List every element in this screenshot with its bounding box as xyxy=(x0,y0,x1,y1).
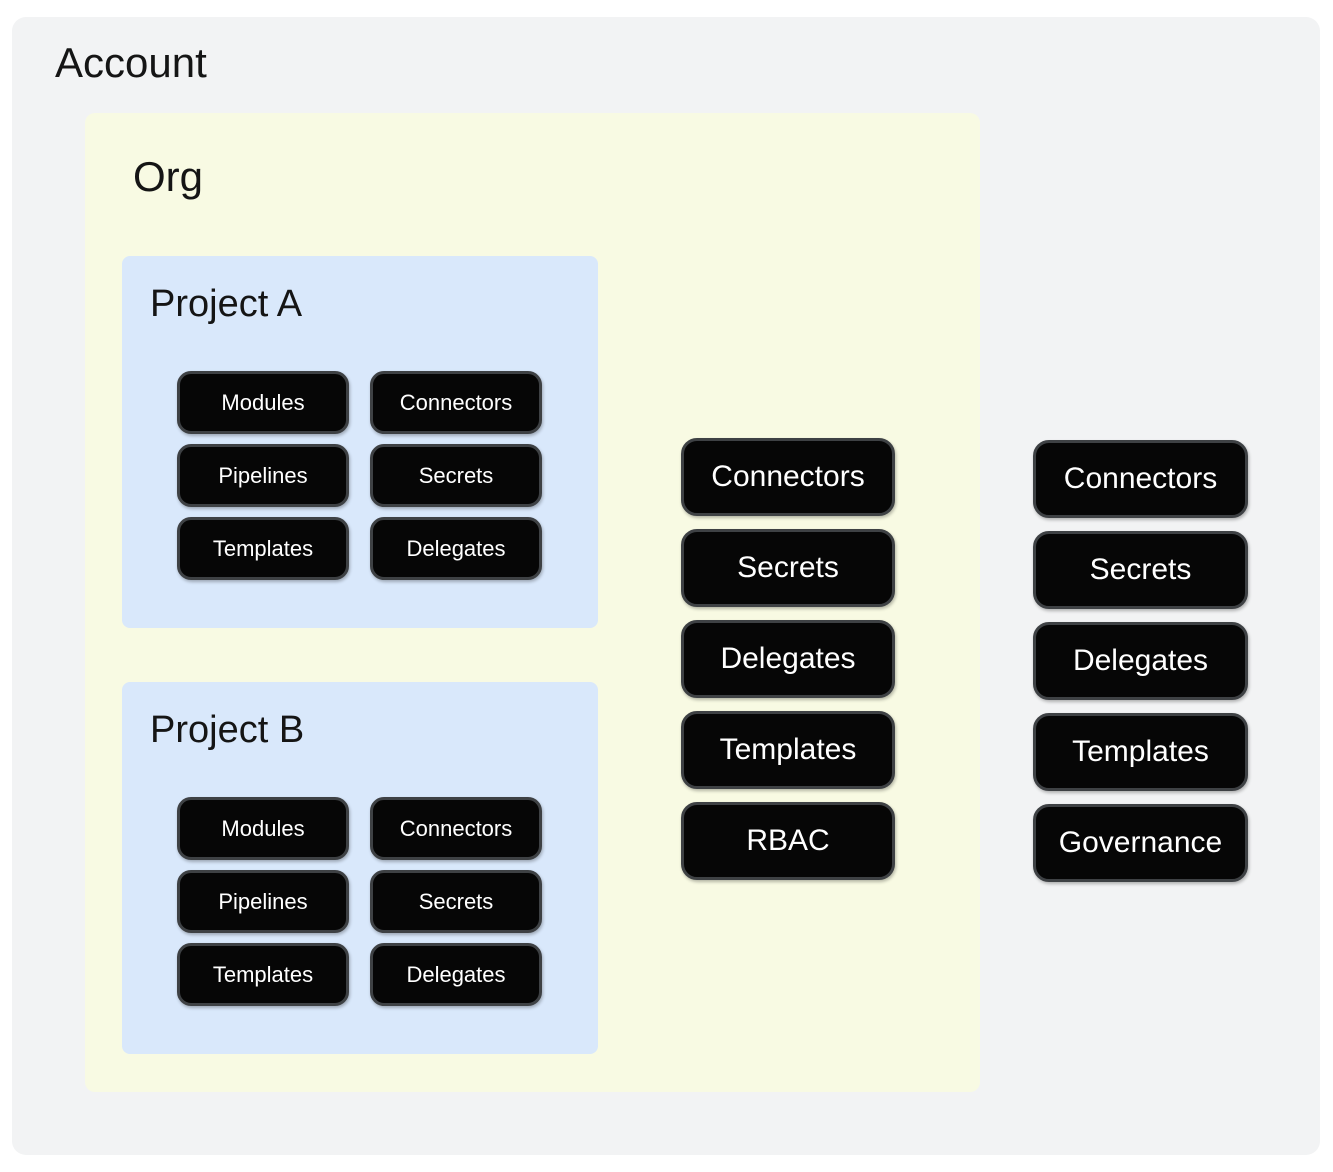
org-pill-rbac: RBAC xyxy=(681,802,895,880)
project-a-pill-templates: Templates xyxy=(177,517,349,580)
org-pill-secrets: Secrets xyxy=(681,529,895,607)
account-pill-templates: Templates xyxy=(1033,713,1248,791)
account-pill-governance: Governance xyxy=(1033,804,1248,882)
account-pill-delegates: Delegates xyxy=(1033,622,1248,700)
project-b-pill-secrets: Secrets xyxy=(370,870,542,933)
project-a-pill-secrets: Secrets xyxy=(370,444,542,507)
project-b-resource-grid: Modules Connectors Pipelines Secrets Tem… xyxy=(177,797,542,1006)
account-pill-secrets: Secrets xyxy=(1033,531,1248,609)
org-pill-templates: Templates xyxy=(681,711,895,789)
project-a-resource-grid: Modules Connectors Pipelines Secrets Tem… xyxy=(177,371,542,580)
project-b-pill-modules: Modules xyxy=(177,797,349,860)
account-title: Account xyxy=(55,39,207,86)
project-a-pill-pipelines: Pipelines xyxy=(177,444,349,507)
project-a-box: Project A Modules Connectors Pipelines S… xyxy=(122,256,598,628)
project-b-pill-pipelines: Pipelines xyxy=(177,870,349,933)
project-b-pill-delegates: Delegates xyxy=(370,943,542,1006)
account-pill-connectors: Connectors xyxy=(1033,440,1248,518)
project-a-pill-modules: Modules xyxy=(177,371,349,434)
account-scope-box: Account Org Project A Modules Connectors… xyxy=(12,17,1320,1155)
org-pill-connectors: Connectors xyxy=(681,438,895,516)
project-a-pill-delegates: Delegates xyxy=(370,517,542,580)
project-b-pill-connectors: Connectors xyxy=(370,797,542,860)
org-resource-column: Connectors Secrets Delegates Templates R… xyxy=(681,438,895,880)
org-pill-delegates: Delegates xyxy=(681,620,895,698)
project-a-pill-connectors: Connectors xyxy=(370,371,542,434)
project-b-pill-templates: Templates xyxy=(177,943,349,1006)
org-scope-box: Org Project A Modules Connectors Pipelin… xyxy=(85,113,980,1092)
project-b-box: Project B Modules Connectors Pipelines S… xyxy=(122,682,598,1054)
project-b-title: Project B xyxy=(150,709,305,751)
org-title: Org xyxy=(133,153,204,200)
project-a-title: Project A xyxy=(150,283,303,325)
account-resource-column: Connectors Secrets Delegates Templates G… xyxy=(1033,440,1248,882)
